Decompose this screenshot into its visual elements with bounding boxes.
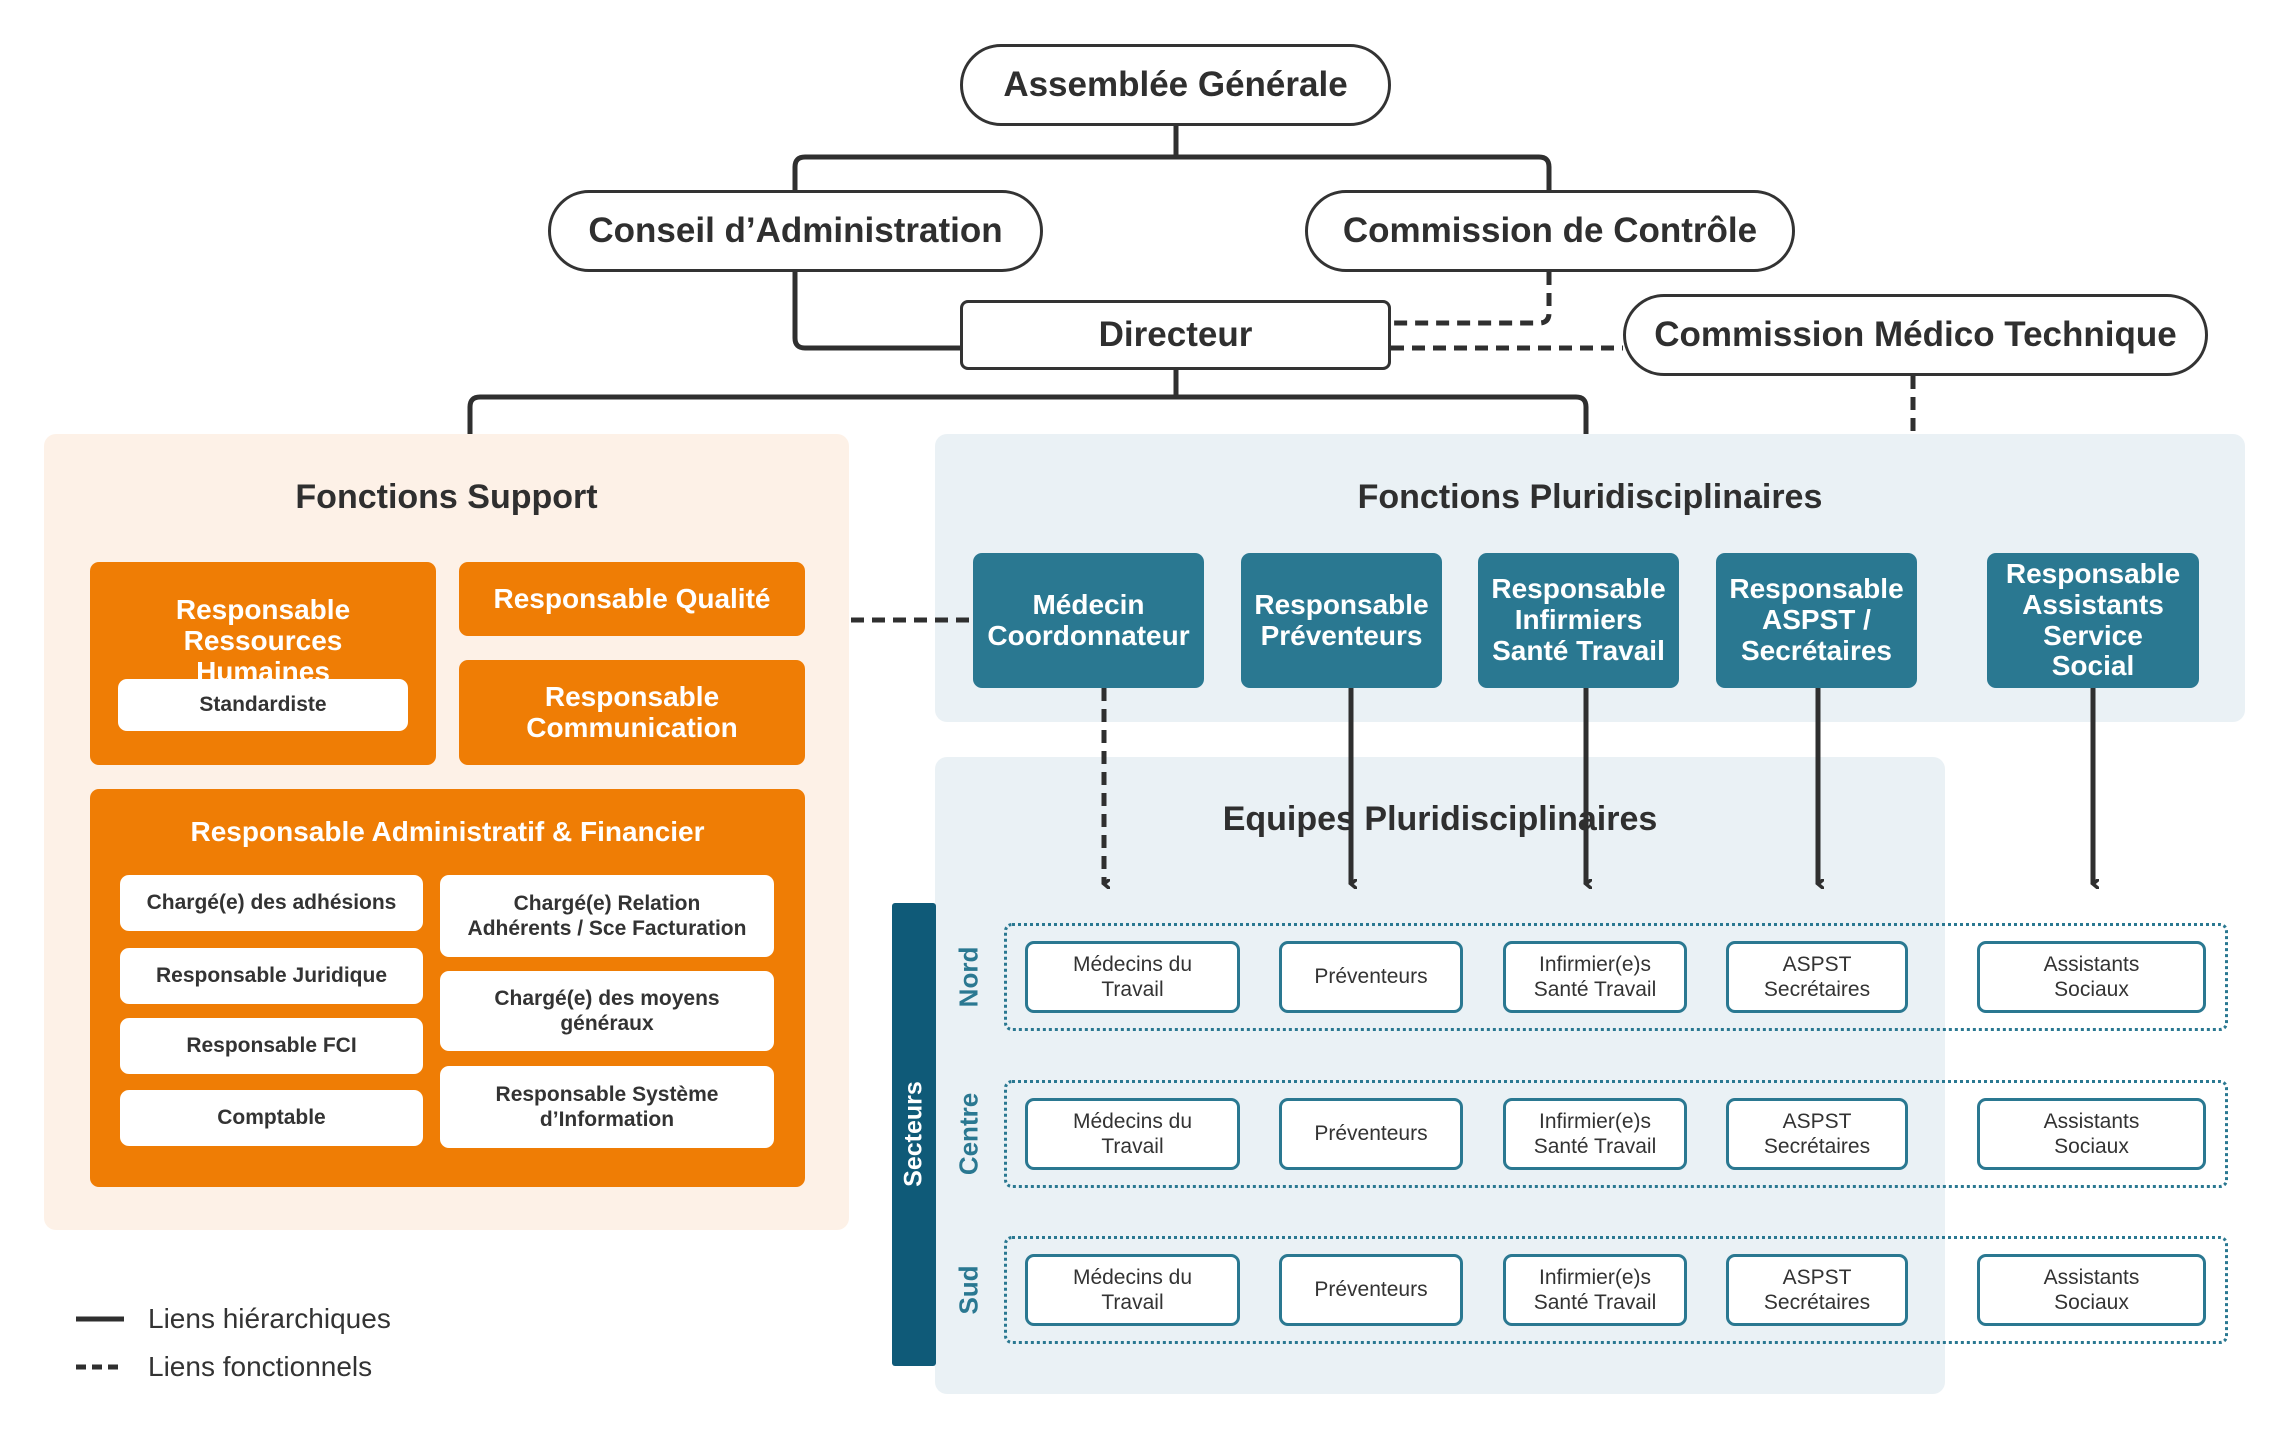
pluridisciplinary-title: Fonctions Pluridisciplinaires xyxy=(1357,478,1823,516)
admin-item-relation-adherents[interactable]: Chargé(e) Relation Adhérents / Sce Factu… xyxy=(440,875,774,957)
responsable-qualite-box[interactable]: Responsable Qualité xyxy=(459,562,805,636)
admin-item-juridique[interactable]: Responsable Juridique xyxy=(120,948,423,1004)
team-centre-infirmiers[interactable]: Infirmier(e)s Santé Travail xyxy=(1503,1098,1687,1170)
responsable-assistants-box[interactable]: Responsable Assistants Service Social xyxy=(1987,553,2199,688)
team-centre-assistants[interactable]: Assistants Sociaux xyxy=(1977,1098,2206,1170)
responsable-infirmiers-box[interactable]: Responsable Infirmiers Santé Travail xyxy=(1478,553,1679,688)
admin-item-adhesions[interactable]: Chargé(e) des adhésions xyxy=(120,875,423,931)
sector-row-nord xyxy=(1004,923,2228,1031)
link-conseil-directeur xyxy=(792,272,960,351)
link-assemblee-bodies xyxy=(792,126,1179,190)
sector-name-nord: Nord xyxy=(953,946,984,1008)
admin-item-comptable[interactable]: Comptable xyxy=(120,1090,423,1146)
directeur-node[interactable]: Directeur xyxy=(960,300,1391,370)
responsable-admin-financier-label: Responsable Administratif & Financier xyxy=(190,816,705,847)
team-sud-assistants[interactable]: Assistants Sociaux xyxy=(1977,1254,2206,1326)
team-centre-aspst[interactable]: ASPST Secrétaires xyxy=(1726,1098,1908,1170)
responsable-preventeurs-box[interactable]: Responsable Préventeurs xyxy=(1241,553,1442,688)
team-nord-aspst[interactable]: ASPST Secrétaires xyxy=(1726,941,1908,1013)
standardiste-box[interactable]: Standardiste xyxy=(118,679,408,731)
team-nord-infirmiers[interactable]: Infirmier(e)s Santé Travail xyxy=(1503,941,1687,1013)
sector-name-centre: Centre xyxy=(953,1092,984,1176)
team-sud-preventeurs[interactable]: Préventeurs xyxy=(1279,1254,1463,1326)
team-nord-assistants[interactable]: Assistants Sociaux xyxy=(1977,941,2206,1013)
team-centre-medecins[interactable]: Médecins du Travail xyxy=(1025,1098,1240,1170)
legend-fonctionnel: Liens fonctionnels xyxy=(148,1351,373,1382)
sectors-label: Secteurs xyxy=(899,1081,928,1187)
support-title: Fonctions Support xyxy=(295,478,598,516)
team-sud-aspst[interactable]: ASPST Secrétaires xyxy=(1726,1254,1908,1326)
assemblee-generale-node[interactable]: Assemblée Générale xyxy=(960,44,1391,126)
admin-item-fci[interactable]: Responsable FCI xyxy=(120,1018,423,1074)
sectors-band: Secteurs xyxy=(892,903,936,1366)
team-nord-preventeurs[interactable]: Préventeurs xyxy=(1279,941,1463,1013)
medecin-coordonnateur-box[interactable]: Médecin Coordonnateur xyxy=(973,553,1204,688)
legend-hierarchique: Liens hiérarchiques xyxy=(148,1303,391,1334)
team-centre-preventeurs[interactable]: Préventeurs xyxy=(1279,1098,1463,1170)
link-controle-directeur xyxy=(1391,272,1552,326)
link-directeur-split xyxy=(467,370,1179,434)
team-nord-medecins[interactable]: Médecins du Travail xyxy=(1025,941,1240,1013)
link-assemblee-controle xyxy=(1176,154,1552,190)
sector-row-sud xyxy=(1004,1236,2228,1344)
legend-solid-line-icon xyxy=(76,1316,124,1322)
responsable-communication-box[interactable]: Responsable Communication xyxy=(459,660,805,765)
team-sud-infirmiers[interactable]: Infirmier(e)s Santé Travail xyxy=(1503,1254,1687,1326)
commission-controle-node[interactable]: Commission de Contrôle xyxy=(1305,190,1795,272)
responsable-aspst-box[interactable]: Responsable ASPST / Secrétaires xyxy=(1716,553,1917,688)
legend-dashed-line-icon xyxy=(76,1364,124,1370)
responsable-admin-financier-box[interactable]: Responsable Administratif & Financier Ch… xyxy=(90,789,805,1187)
responsable-rh-label: Responsable Ressources Humaines xyxy=(175,594,351,687)
commission-medico-technique-node[interactable]: Commission Médico Technique xyxy=(1623,294,2208,376)
team-sud-medecins[interactable]: Médecins du Travail xyxy=(1025,1254,1240,1326)
responsable-rh-box[interactable]: Responsable Ressources Humaines Standard… xyxy=(90,562,436,765)
sector-row-centre xyxy=(1004,1080,2228,1188)
admin-item-systeme-information[interactable]: Responsable Système d’Information xyxy=(440,1066,774,1148)
admin-item-moyens-generaux[interactable]: Chargé(e) des moyens généraux xyxy=(440,971,774,1051)
conseil-administration-node[interactable]: Conseil d’Administration xyxy=(548,190,1043,272)
link-directeur-pluri xyxy=(1176,394,1589,434)
sector-name-sud: Sud xyxy=(953,1265,984,1315)
